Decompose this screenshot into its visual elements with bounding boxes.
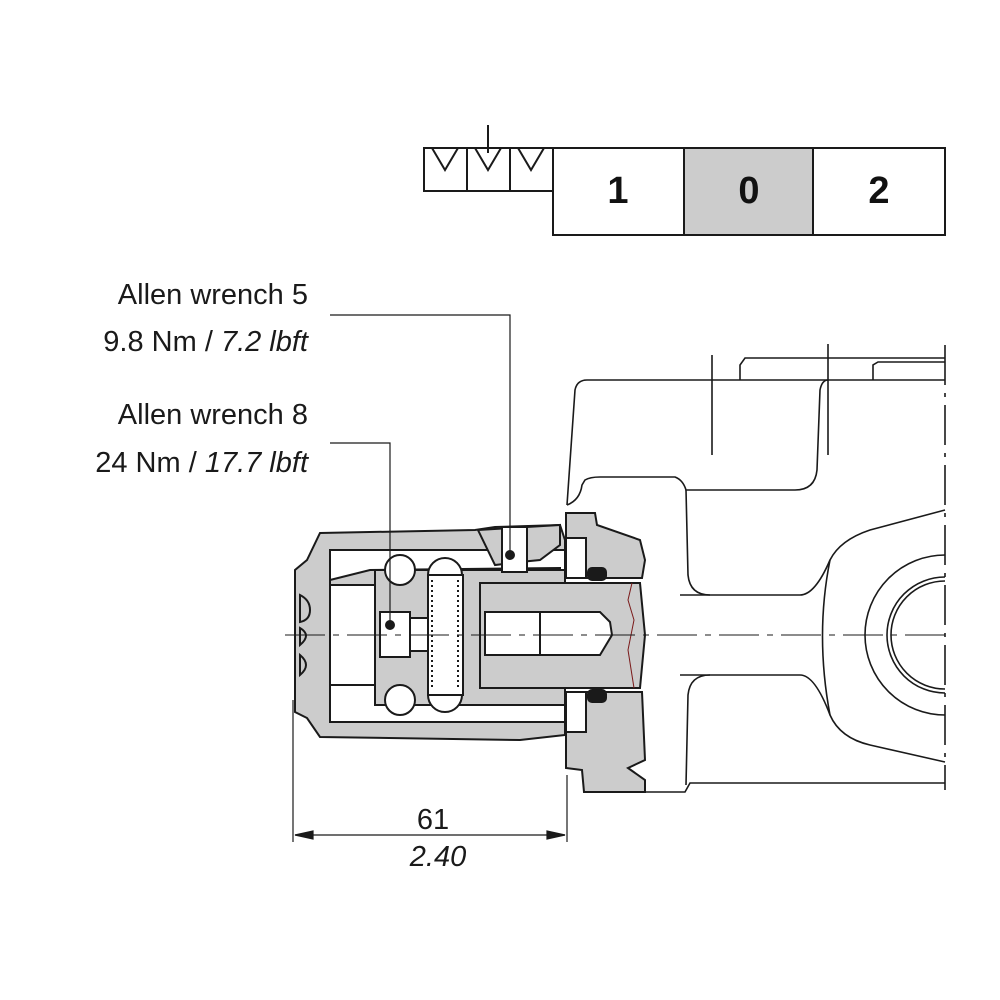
position-0: 0 — [684, 148, 814, 235]
dimension-line — [292, 700, 568, 842]
position-label: 1 — [607, 170, 629, 212]
separator: / — [196, 326, 221, 358]
torque-metric: 9.8 Nm — [103, 326, 197, 358]
torque-imperial: 7.2 lbft — [220, 326, 308, 358]
position-label: 0 — [738, 170, 760, 212]
position-2: 2 — [814, 148, 944, 235]
torque-metric: 24 Nm — [95, 447, 181, 479]
dimension-imperial: 2.40 — [409, 841, 467, 873]
position-1: 1 — [553, 148, 683, 235]
position-boxes — [552, 147, 946, 236]
leader-wrench-5 — [330, 314, 511, 555]
position-label: 2 — [868, 170, 890, 212]
separator: / — [180, 447, 205, 479]
callout-2-torque: 24 Nm / 17.7 lbft — [95, 449, 308, 478]
torque-imperial: 17.7 lbft — [204, 447, 308, 479]
callout-1-tool: Allen wrench 5 — [117, 279, 308, 311]
leader-wrench-8 — [330, 442, 391, 625]
callout-2-tool: Allen wrench 8 — [117, 399, 308, 431]
callout-1-torque: 9.8 Nm / 7.2 lbft — [103, 328, 308, 357]
dimension-metric: 61 — [416, 804, 450, 836]
detent-symbol — [423, 125, 554, 192]
